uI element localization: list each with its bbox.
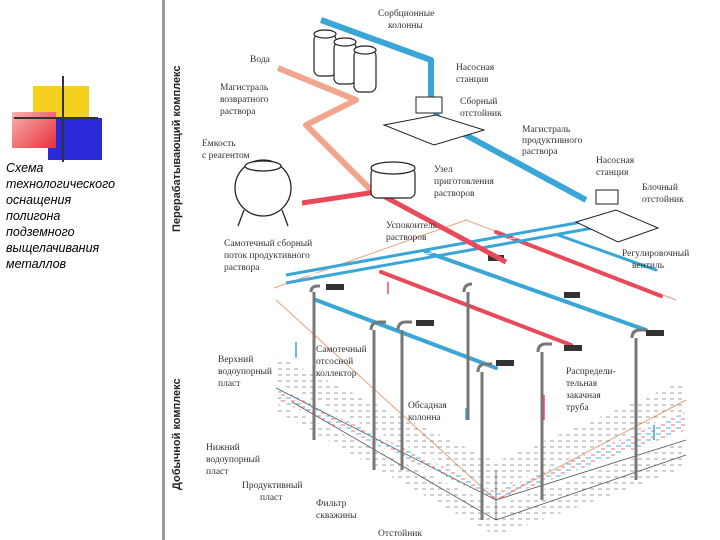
- caption-line: подземного: [6, 225, 75, 239]
- label-return-line: раствора: [220, 107, 256, 117]
- label-gravity-collector: Самотечный: [316, 344, 367, 355]
- label-gravity-collector: коллектор: [316, 369, 357, 379]
- lower-aquitard-layer: [278, 404, 686, 536]
- label-distribution-pipe: Распредели-: [566, 367, 616, 377]
- caption-line: полигона: [6, 209, 61, 223]
- deco-horizontal-line: [14, 117, 98, 119]
- side-label-processing: Перерабатывающий комплекс: [171, 65, 183, 232]
- label-stabilizer: растворов: [386, 233, 427, 243]
- label-lower-aquitard: водоупорный: [206, 454, 260, 465]
- label-pump-station-2: Насосная: [596, 156, 635, 166]
- label-pump-station-2: станция: [596, 168, 629, 178]
- label-sump: Отстойник: [378, 528, 422, 539]
- gravity-flow-pipe: [285, 213, 622, 285]
- prep-unit: [370, 161, 416, 199]
- label-distribution-pipe: труба: [566, 402, 589, 413]
- sorption-columns: [313, 29, 377, 93]
- label-prep-unit: приготовления: [434, 177, 494, 187]
- label-product-line: продуктивного: [522, 136, 583, 146]
- label-gravity-flow: Самотечный сборный: [224, 238, 312, 249]
- left-panel: Схема технологического оснащения полигон…: [0, 0, 162, 540]
- labels: Сорбционные колонны Вода Магистраль возв…: [202, 8, 689, 539]
- label-productive-layer: пласт: [260, 493, 283, 503]
- caption-line: технологического: [6, 177, 116, 191]
- well-heads: [326, 255, 664, 366]
- label-gravity-flow: раствора: [224, 263, 260, 273]
- diagram: Перерабатывающий комплекс Добычной компл…: [171, 8, 689, 539]
- label-upper-aquitard: водоупорный: [218, 366, 272, 377]
- label-reagent-tank: с реагентом: [202, 151, 250, 161]
- label-control-valve: вентиль: [632, 261, 665, 271]
- label-block-settler: отстойник: [642, 194, 684, 205]
- label-well-filter: Фильтр: [316, 499, 347, 509]
- flow-arrows: [295, 282, 655, 440]
- label-product-line: Магистраль: [522, 125, 571, 135]
- label-distribution-pipe: тельная: [566, 379, 598, 389]
- caption-line: Схема: [6, 161, 44, 175]
- label-collector-settler: отстойник: [460, 108, 502, 119]
- label-stabilizer: Успокоитель: [386, 221, 438, 231]
- caption-line: металлов: [6, 257, 67, 271]
- label-prep-unit: Узел: [434, 165, 453, 175]
- wells: [309, 282, 646, 520]
- label-control-valve: Регулировочный: [622, 248, 689, 259]
- label-casing: Обсадная: [408, 400, 447, 411]
- reagent-tank: [234, 159, 292, 227]
- label-return-line: возвратного: [220, 95, 269, 105]
- label-pump-station-1: Насосная: [456, 63, 495, 73]
- label-block-settler: Блочный: [642, 182, 678, 193]
- label-well-filter: скважины: [316, 511, 357, 521]
- side-label-mining: Добычной комплекс: [171, 378, 183, 490]
- product-line-pipe: [319, 17, 588, 203]
- label-pump-station-1: станция: [456, 75, 489, 85]
- pump-station-2: [595, 189, 619, 205]
- label-gravity-flow: поток продуктивного: [224, 251, 310, 261]
- caption-line: выщелачивания: [6, 241, 100, 255]
- divider: [162, 0, 165, 540]
- caption-line: оснащения: [6, 193, 72, 207]
- label-lower-aquitard: Нижний: [206, 442, 240, 453]
- deco-vertical-line: [62, 76, 64, 162]
- label-return-line: Магистраль: [220, 83, 269, 93]
- deco-blue-square: [48, 118, 102, 160]
- label-upper-aquitard: пласт: [218, 379, 241, 389]
- field-pipes: [314, 230, 663, 370]
- label-reagent-tank: Емкость: [202, 139, 236, 149]
- label-lower-aquitard: пласт: [206, 467, 229, 477]
- label-sorption-columns: Сорбционные: [378, 8, 434, 19]
- label-product-line: раствора: [522, 147, 558, 157]
- label-sorption-columns: колонны: [388, 21, 423, 31]
- label-distribution-pipe: закачная: [566, 391, 601, 401]
- label-collector-settler: Сборный: [460, 96, 497, 107]
- collector-settler: [382, 114, 486, 146]
- block-settler: [574, 209, 660, 243]
- label-gravity-collector: отсосной: [316, 356, 353, 367]
- label-casing: колонна: [408, 413, 441, 423]
- caption: Схема технологического оснащения полигон…: [6, 160, 156, 272]
- pump-station-1: [415, 96, 443, 114]
- label-water: Вода: [250, 55, 271, 65]
- label-prep-unit: растворов: [434, 189, 475, 199]
- label-upper-aquitard: Верхний: [218, 354, 253, 365]
- label-productive-layer: Продуктивный: [242, 480, 302, 491]
